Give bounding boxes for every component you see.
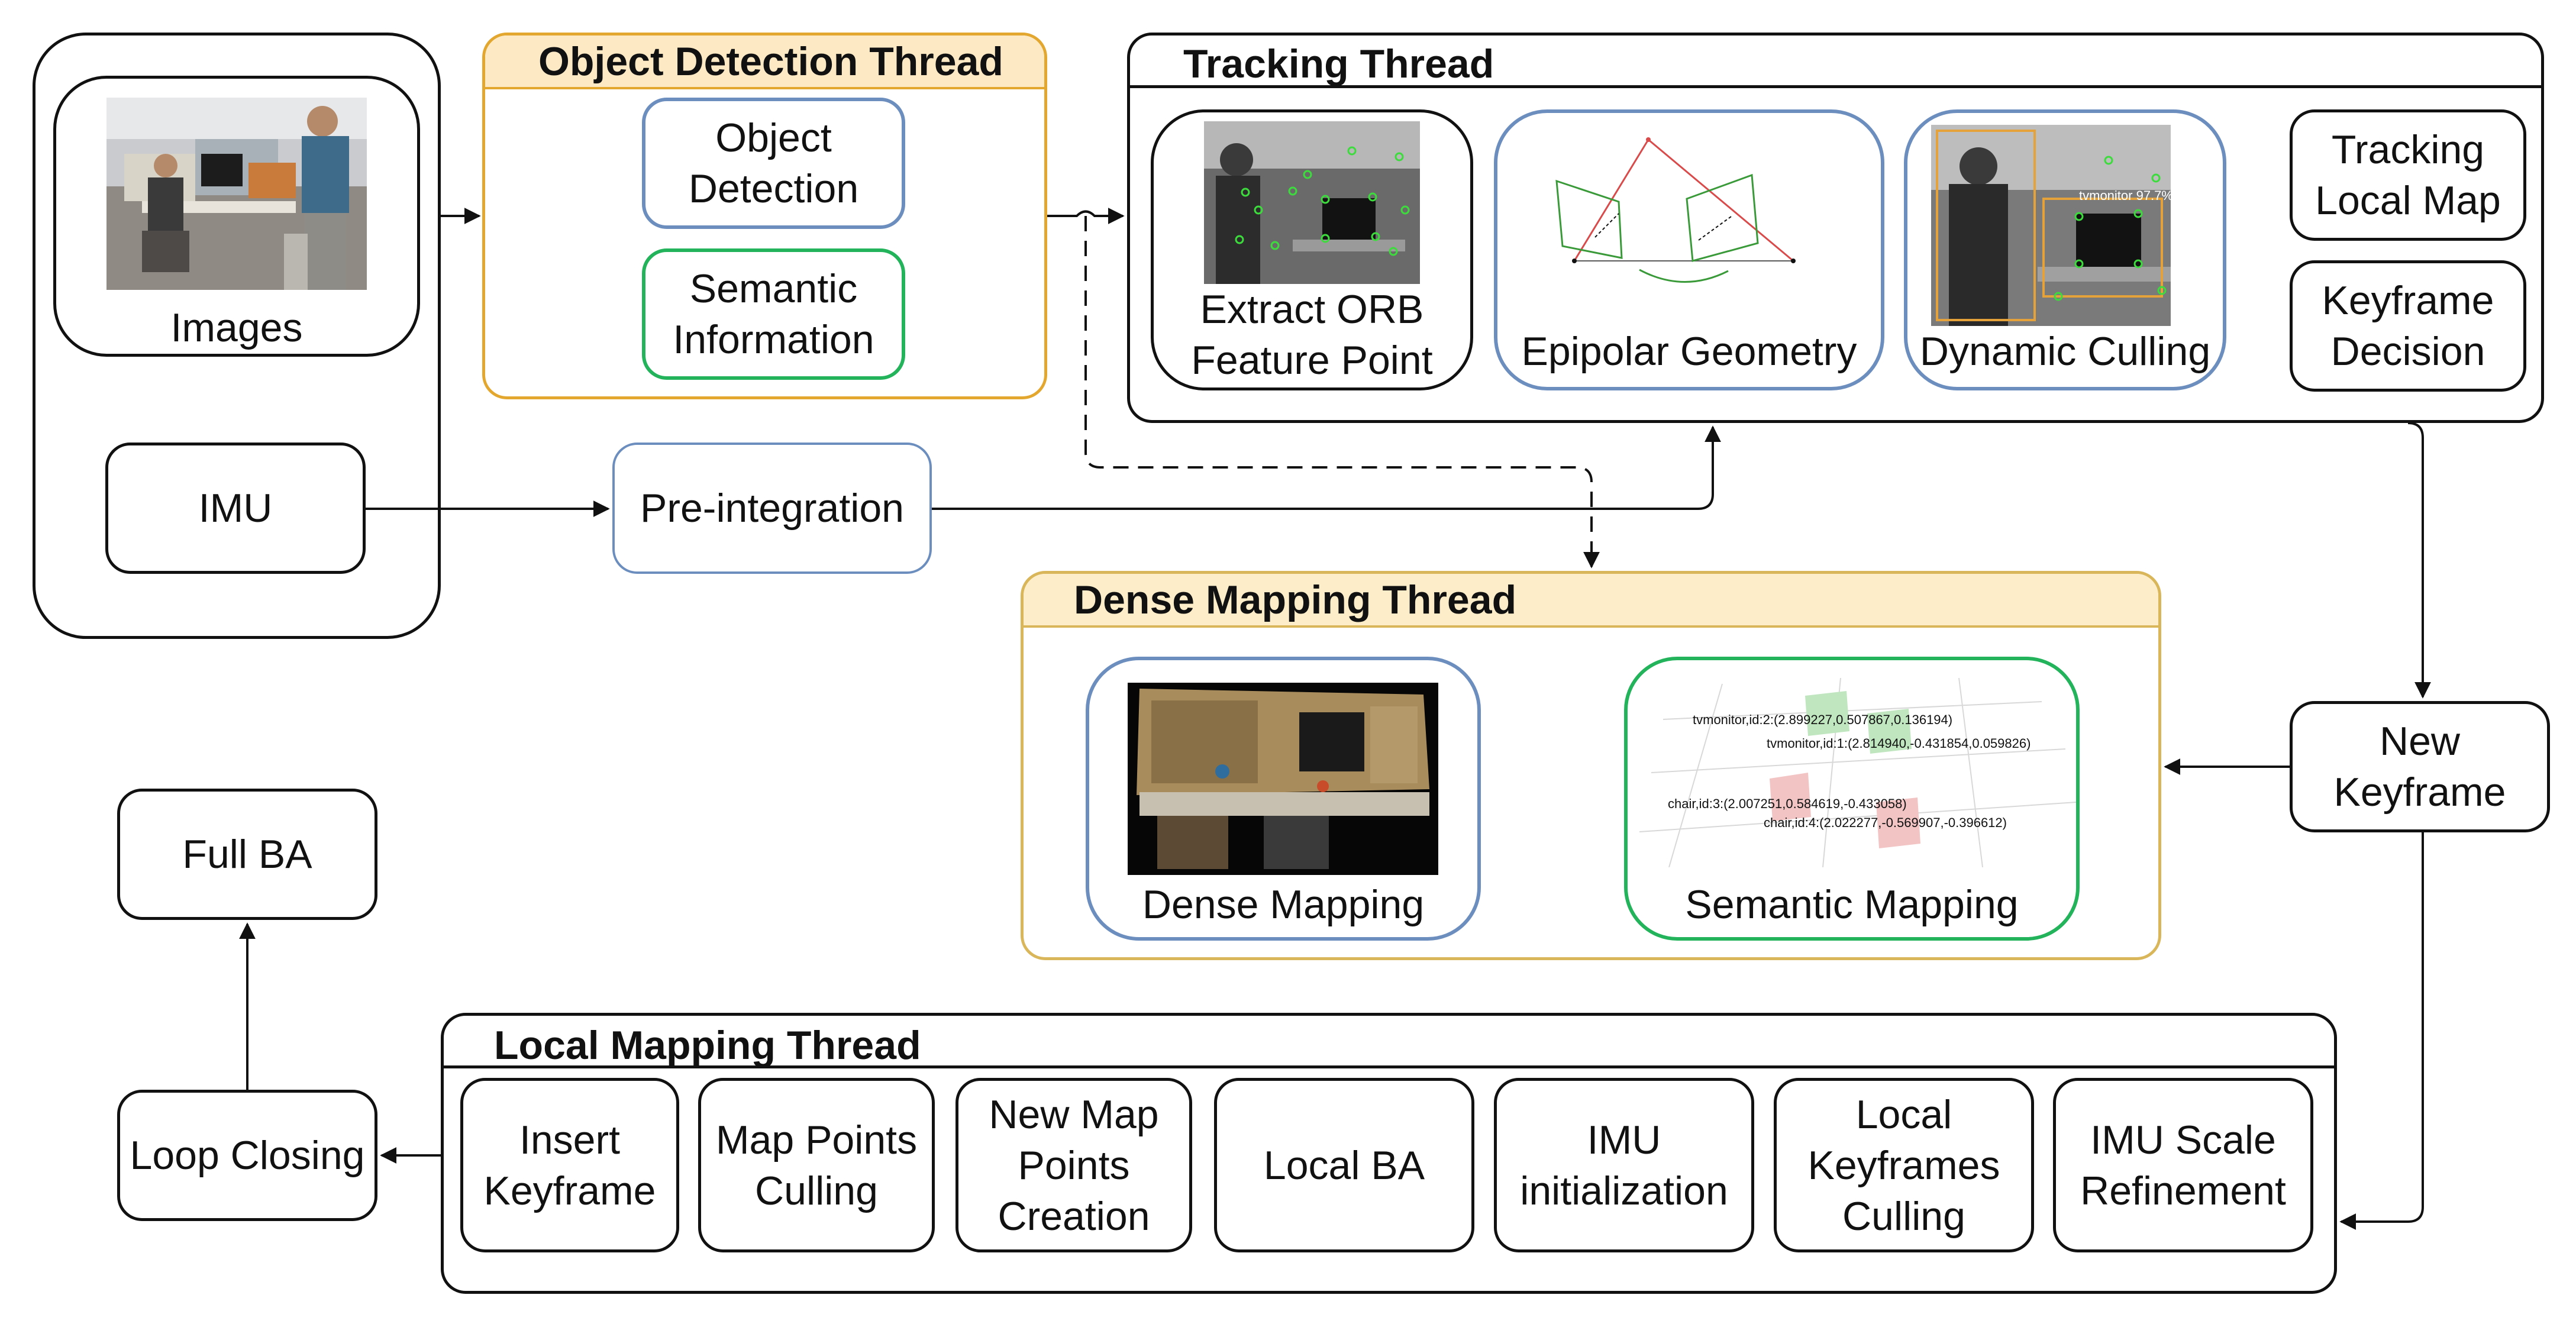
local-mapping-thread-header-line bbox=[444, 1065, 2334, 1068]
arrow-object-thread-to-dense-mapping bbox=[1084, 216, 1600, 569]
arrow-new-keyframe-to-local-mapping bbox=[2339, 832, 2424, 1230]
tracking-local-map-label: Tracking Local Map bbox=[2315, 127, 2501, 223]
semantic-label-chair-3: chair,id:3:(2.007251,0.584619,-0.433058) bbox=[1668, 796, 1907, 811]
object-detection-thread-title: Object Detection Thread bbox=[538, 39, 1003, 84]
pre-integration-label: Pre-integration bbox=[640, 486, 905, 531]
map-points-culling-label: Map Points Culling bbox=[715, 1117, 918, 1213]
insert-keyframe-box: Insert Keyframe bbox=[460, 1078, 679, 1252]
dense-mapping-thread-title: Dense Mapping Thread bbox=[1074, 577, 1517, 622]
semantic-mapping-box: tvmonitor,id:2:(2.899227,0.507867,0.1361… bbox=[1624, 657, 2080, 941]
dynamic-culling-box: tvmonitor 97.7% Dynamic Culling bbox=[1904, 109, 2226, 390]
epipolar-geometry-label: Epipolar Geometry bbox=[1521, 329, 1857, 374]
orb-features-photo bbox=[1204, 121, 1420, 284]
office-scene-graphic bbox=[106, 98, 367, 290]
semantic-information-box: Semantic Information bbox=[642, 248, 905, 380]
local-mapping-thread-title: Local Mapping Thread bbox=[494, 1023, 921, 1068]
imu-box: IMU bbox=[105, 443, 366, 574]
full-ba-label: Full BA bbox=[182, 832, 312, 877]
imu-initialization-label: IMU initialization bbox=[1520, 1117, 1728, 1213]
imu-initialization-box: IMU initialization bbox=[1494, 1078, 1754, 1252]
dense-map-photo bbox=[1128, 683, 1438, 875]
semantic-map-graphic bbox=[1639, 677, 2076, 867]
images-photo bbox=[106, 98, 367, 290]
object-detection-label: Object Detection bbox=[688, 115, 859, 211]
map-points-culling-box: Map Points Culling bbox=[698, 1078, 935, 1252]
tracking-local-map-box: Tracking Local Map bbox=[2290, 109, 2526, 241]
full-ba-box: Full BA bbox=[117, 789, 377, 920]
extract-orb-box: Extract ORB Feature Point bbox=[1151, 109, 1473, 390]
arrow-preintegration-to-tracking bbox=[932, 425, 1721, 510]
dense-mapping-thread-header bbox=[1024, 574, 2158, 628]
imu-scale-refinement-label: IMU Scale Refinement bbox=[2080, 1117, 2286, 1213]
epipolar-diagram-graphic bbox=[1555, 137, 1796, 283]
dynamic-culling-label: Dynamic Culling bbox=[1919, 329, 2211, 374]
object-detection-box: Object Detection bbox=[642, 98, 905, 229]
new-map-points-creation-box: New Map Points Creation bbox=[955, 1078, 1192, 1252]
object-detection-thread-header bbox=[485, 35, 1044, 89]
semantic-mapping-label: Semantic Mapping bbox=[1685, 882, 2019, 927]
semantic-label-tvmonitor-1: tvmonitor,id:1:(2.814940,-0.431854,0.059… bbox=[1767, 736, 2031, 751]
local-ba-label: Local BA bbox=[1263, 1142, 1425, 1188]
dynamic-culling-detection-text: tvmonitor 97.7% bbox=[2079, 188, 2171, 203]
loop-closing-label: Loop Closing bbox=[130, 1133, 365, 1178]
dense-mapping-label: Dense Mapping bbox=[1142, 882, 1425, 927]
loop-closing-box: Loop Closing bbox=[117, 1090, 377, 1221]
arrow-tracking-to-new-keyframe bbox=[2407, 422, 2431, 699]
new-map-points-creation-label: New Map Points Creation bbox=[989, 1092, 1159, 1239]
tracking-thread-title: Tracking Thread bbox=[1183, 41, 1494, 86]
new-keyframe-box: New Keyframe bbox=[2290, 701, 2550, 832]
imu-label: IMU bbox=[198, 486, 273, 531]
imu-scale-refinement-box: IMU Scale Refinement bbox=[2053, 1078, 2313, 1252]
dynamic-culling-graphic bbox=[1931, 125, 2171, 326]
dense-mapping-box: Dense Mapping bbox=[1086, 657, 1481, 941]
extract-orb-label: Extract ORB Feature Point bbox=[1191, 287, 1433, 383]
tracking-thread-header-line bbox=[1130, 85, 2541, 88]
semantic-label-chair-4: chair,id:4:(2.022277,-0.569907,-0.396612… bbox=[1764, 815, 2007, 830]
pre-integration-box: Pre-integration bbox=[612, 443, 932, 574]
semantic-information-label: Semantic Information bbox=[673, 266, 874, 362]
dynamic-culling-photo: tvmonitor 97.7% bbox=[1931, 125, 2171, 326]
orb-features-graphic bbox=[1204, 121, 1420, 284]
images-box: Images bbox=[53, 76, 420, 357]
semantic-label-tvmonitor-2: tvmonitor,id:2:(2.899227,0.507867,0.1361… bbox=[1693, 712, 1953, 727]
dense-point-cloud-graphic bbox=[1128, 683, 1438, 875]
local-keyframes-culling-label: Local Keyframes Culling bbox=[1807, 1092, 2000, 1239]
keyframe-decision-box: Keyframe Decision bbox=[2290, 260, 2526, 392]
local-ba-box: Local BA bbox=[1214, 1078, 1474, 1252]
arrow-object-thread-to-tracking bbox=[1047, 208, 1125, 224]
insert-keyframe-label: Insert Keyframe bbox=[483, 1117, 656, 1213]
local-keyframes-culling-box: Local Keyframes Culling bbox=[1774, 1078, 2034, 1252]
images-label: Images bbox=[170, 305, 303, 350]
epipolar-geometry-box: Epipolar Geometry bbox=[1494, 109, 1884, 390]
keyframe-decision-label: Keyframe Decision bbox=[2322, 278, 2494, 374]
new-keyframe-label: New Keyframe bbox=[2333, 719, 2506, 815]
